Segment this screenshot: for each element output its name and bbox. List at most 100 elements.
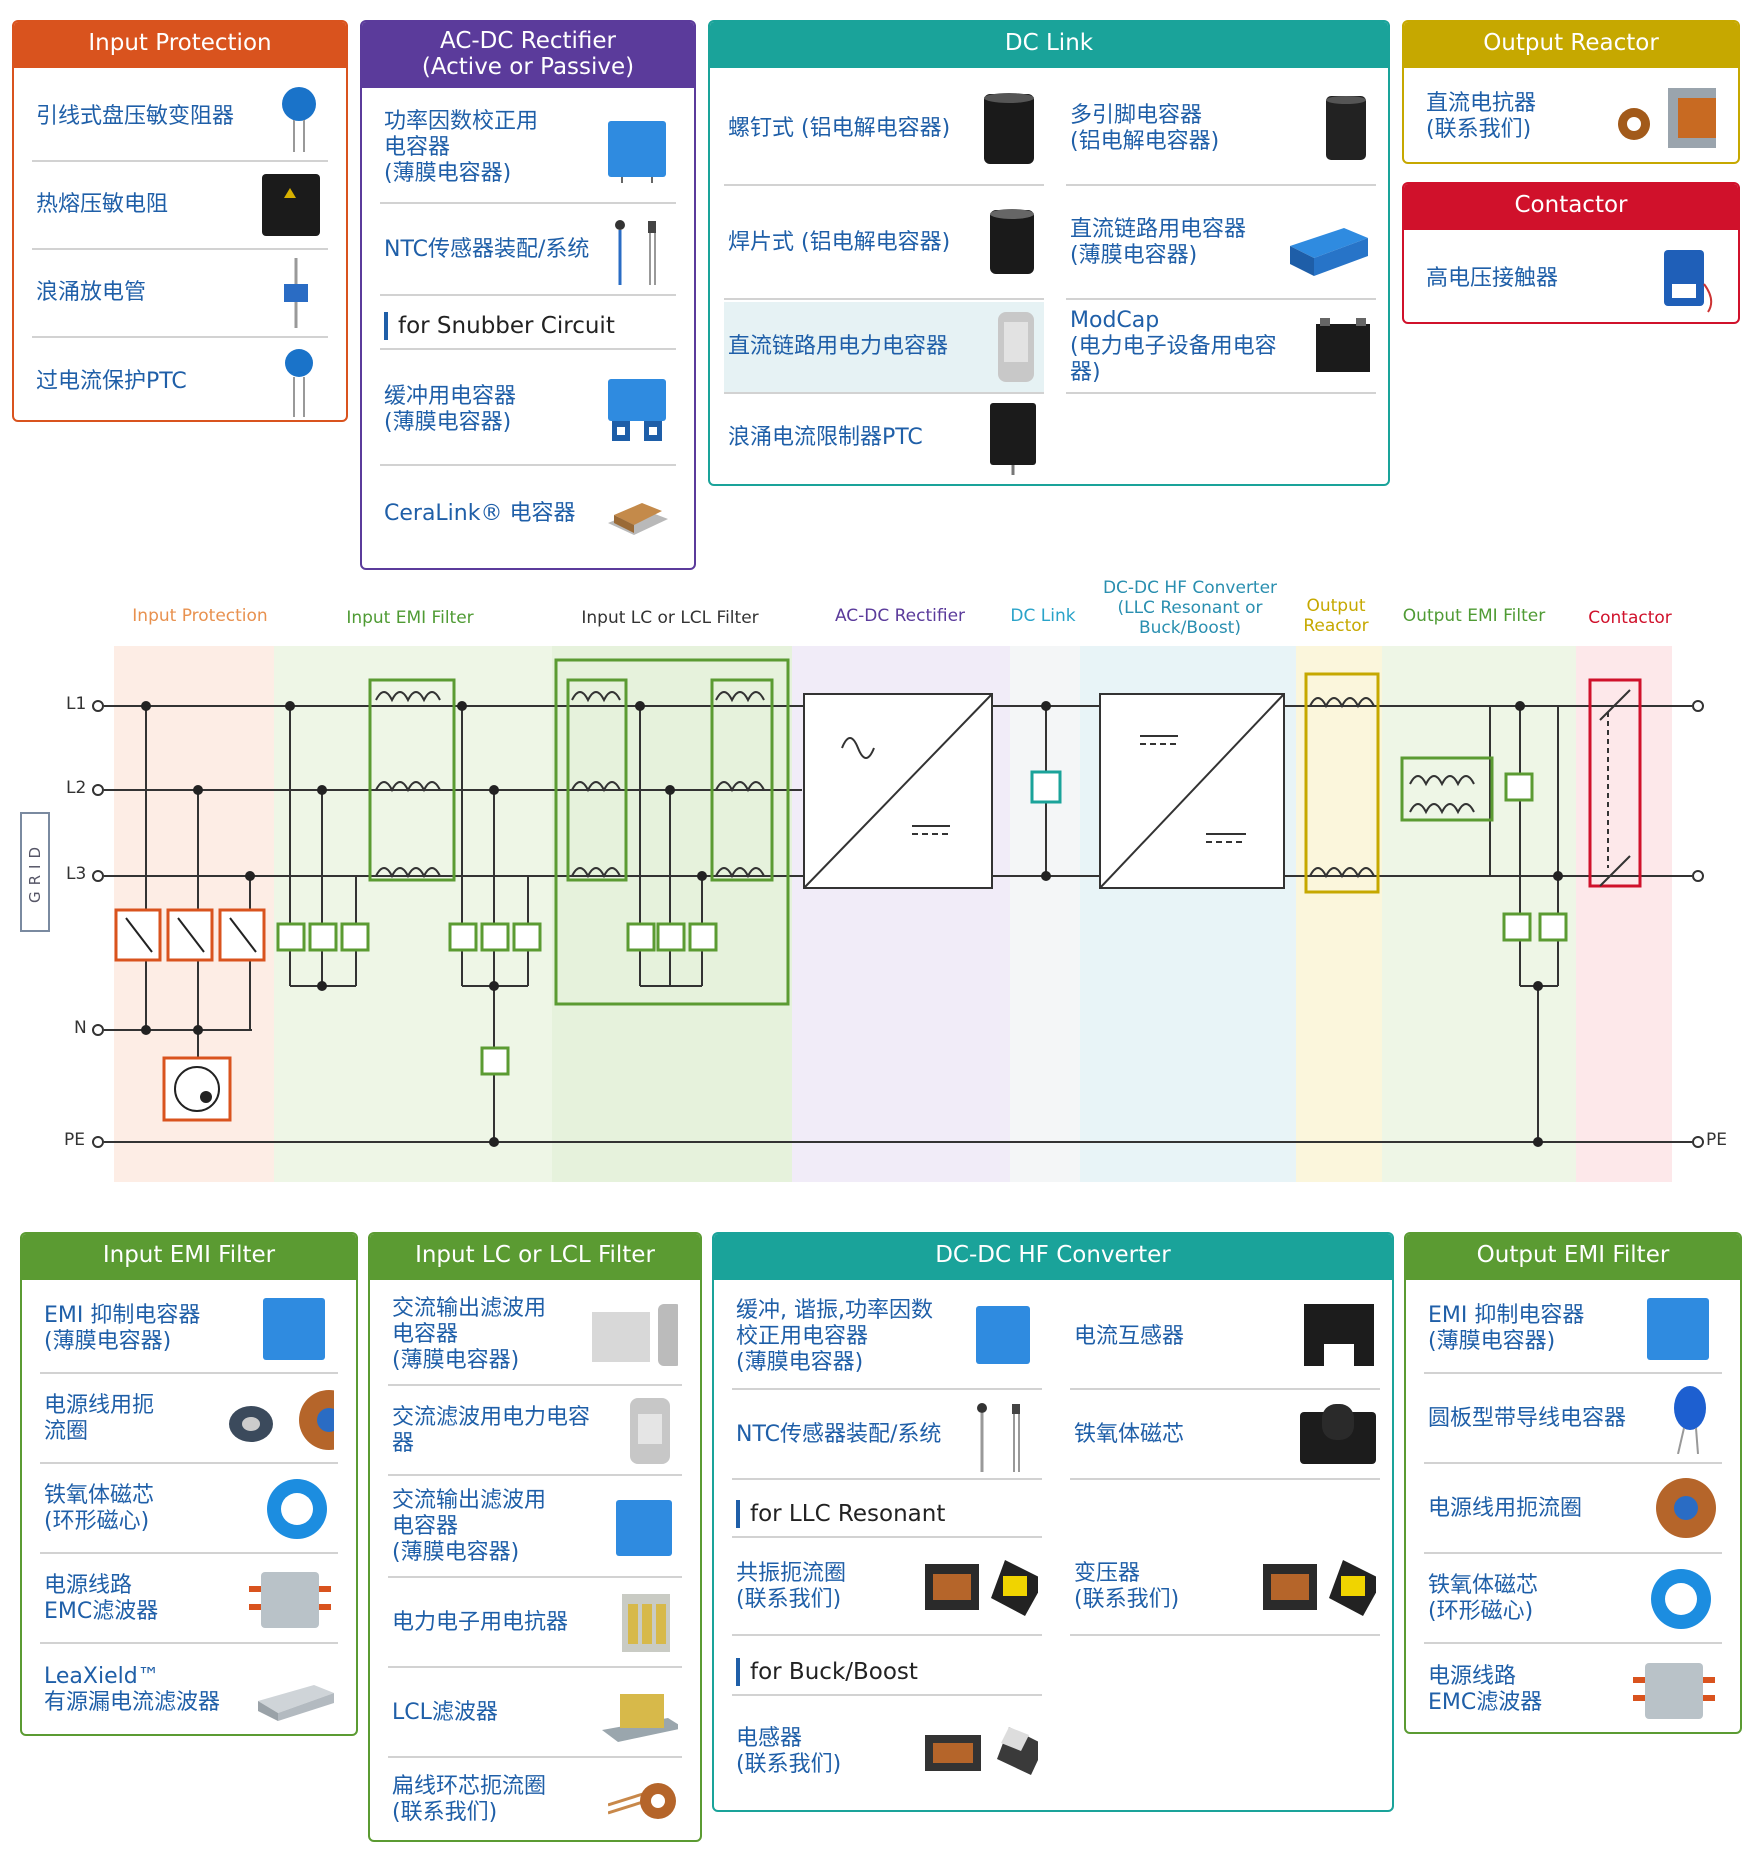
ac-power-capacitor-icon: [630, 1398, 670, 1464]
list-item[interactable]: EMI 抑制电容器 (薄膜电容器): [40, 1286, 338, 1374]
list-item[interactable]: 圆板型带导线电容器: [1424, 1376, 1722, 1464]
list-item[interactable]: 焊片式 (铝电解电容器): [724, 188, 1044, 300]
hv-contactor-icon: [1664, 250, 1713, 313]
dc-link-title: DC Link: [710, 22, 1388, 68]
ac-film-capacitor-icon: [592, 1304, 678, 1366]
list-item[interactable]: 螺钉式 (铝电解电容器): [724, 74, 1044, 186]
thermal-varistor-icon: [262, 174, 320, 236]
input-protection-title: Input Protection: [14, 22, 346, 68]
list-item[interactable]: 过电流保护PTC: [32, 338, 328, 420]
stage-label-rectifier: AC-DC Rectifier: [834, 606, 966, 626]
rail-label-n: N: [74, 1018, 87, 1038]
stage-label-input-emi: Input EMI Filter: [346, 608, 474, 628]
list-item[interactable]: 缓冲, 谐振,功率因数 校正用电容器 (薄膜电容器): [732, 1286, 1042, 1390]
list-item[interactable]: 交流滤波用电力电容器: [388, 1388, 682, 1476]
list-item[interactable]: 热熔压敏电阻: [32, 162, 328, 250]
list-item[interactable]: 电源线用扼 流圈: [40, 1376, 338, 1464]
list-item[interactable]: LeaXield™ 有源漏电流滤波器: [40, 1646, 338, 1734]
list-item[interactable]: 变压器 (联系我们): [1070, 1540, 1380, 1636]
section-header: for Snubber Circuit: [380, 302, 676, 350]
emi-capacitor-icon: [1647, 1298, 1709, 1360]
list-item[interactable]: 交流输出滤波用 电容器 (薄膜电容器): [388, 1478, 682, 1578]
list-item[interactable]: 高电压接触器: [1422, 236, 1720, 322]
resonant-capacitor-icon: [976, 1306, 1030, 1364]
ptc-icon: [285, 349, 313, 417]
output-emi-panel: Output EMI Filter EMI 抑制电容器 (薄膜电容器) 圆板型带…: [1404, 1232, 1742, 1734]
rail-label-pe: PE: [64, 1130, 85, 1150]
rail-label-pe-right: PE: [1706, 1130, 1727, 1150]
list-item[interactable]: 引线式盘压敏变阻器: [32, 74, 328, 162]
list-item[interactable]: 浪涌电流限制器PTC: [724, 396, 1044, 480]
list-item[interactable]: 铁氧体磁芯: [1070, 1392, 1380, 1480]
list-item[interactable]: 直流链路用电容器 (薄膜电容器): [1066, 188, 1376, 300]
list-item[interactable]: 直流电抗器 (联系我们): [1422, 74, 1720, 160]
list-item[interactable]: 电流互感器: [1070, 1286, 1380, 1390]
ntc-sensor-icon: [977, 1403, 1020, 1472]
varistor-icon: [282, 87, 316, 152]
list-item[interactable]: 功率因数校正用 电容器 (薄膜电容器): [380, 94, 676, 204]
list-item[interactable]: 浪涌放电管: [32, 250, 328, 338]
modcap-icon: [1316, 318, 1370, 372]
snap-in-capacitor-icon: [990, 209, 1034, 274]
rail-label-l2: L2: [66, 778, 87, 798]
choke-icon: [1656, 1478, 1716, 1538]
stage-label-input-protection: Input Protection: [132, 606, 268, 626]
flat-wire-choke-icon: [608, 1783, 676, 1819]
snubber-capacitor-icon: [608, 379, 666, 441]
choke-icon: [229, 1390, 334, 1450]
input-emi-panel: Input EMI Filter EMI 抑制电容器 (薄膜电容器) 电源线用扼…: [20, 1232, 358, 1736]
list-item[interactable]: CeraLink® 电容器: [380, 468, 676, 560]
list-item[interactable]: NTC传感器装配/系统: [732, 1392, 1042, 1480]
rectifier-panel: AC-DC Rectifier (Active or Passive) 功率因数…: [360, 20, 696, 570]
list-item[interactable]: 电源线用扼流圈: [1424, 1466, 1722, 1554]
list-item[interactable]: 多引脚电容器 (铝电解电容器): [1066, 74, 1376, 186]
stage-label-output-reactor: Output Reactor: [1303, 596, 1369, 636]
list-item[interactable]: 电源线路 EMC滤波器: [40, 1556, 338, 1644]
lcl-filter-icon: [602, 1694, 678, 1742]
contactor-panel: Contactor 高电压接触器: [1402, 182, 1740, 324]
output-reactor-title: Output Reactor: [1404, 22, 1738, 68]
surge-arrester-icon: [284, 258, 308, 328]
current-transformer-icon: [1304, 1304, 1374, 1366]
rail-label-l1: L1: [66, 694, 87, 714]
list-item[interactable]: 铁氧体磁芯 (环形磁心): [40, 1466, 338, 1554]
output-reactor-panel: Output Reactor 直流电抗器 (联系我们): [1402, 20, 1740, 164]
dc-link-film-capacitor-icon: [1290, 228, 1368, 276]
dc-link-panel: DC Link 螺钉式 (铝电解电容器) 多引脚电容器 (铝电解电容器) 焊片式…: [708, 20, 1390, 486]
resonant-choke-icon: [925, 1560, 1038, 1616]
list-item[interactable]: NTC传感器装配/系统: [380, 206, 676, 296]
ferrite-core-icon: [1300, 1404, 1376, 1464]
list-item[interactable]: 缓冲用电容器 (薄膜电容器): [380, 356, 676, 466]
list-item[interactable]: 电源线路 EMC滤波器: [1424, 1646, 1722, 1732]
list-item[interactable]: 扁线环芯扼流圈 (联系我们): [388, 1760, 682, 1840]
list-item[interactable]: 电力电子用电抗器: [388, 1580, 682, 1668]
stage-label-input-lc: Input LC or LCL Filter: [581, 608, 759, 628]
section-header: for LLC Resonant: [732, 1490, 1042, 1538]
section-header: for Buck/Boost: [732, 1648, 1042, 1696]
disc-capacitor-icon: [1674, 1386, 1706, 1454]
list-item[interactable]: LCL滤波器: [388, 1670, 682, 1758]
list-item[interactable]: 共振扼流圈 (联系我们): [732, 1540, 1042, 1636]
list-item[interactable]: EMI 抑制电容器 (薄膜电容器): [1424, 1286, 1722, 1374]
stage-label-contactor: Contactor: [1588, 608, 1672, 628]
list-item[interactable]: 直流链路用电力电容器: [724, 302, 1044, 394]
list-item[interactable]: 交流输出滤波用 电容器 (薄膜电容器): [388, 1286, 682, 1386]
stage-label-dc-link: DC Link: [1010, 606, 1076, 626]
power-reactor-icon: [622, 1594, 670, 1652]
transformer-icon: [1263, 1560, 1376, 1616]
input-lc-panel: Input LC or LCL Filter 交流输出滤波用 电容器 (薄膜电容…: [368, 1232, 702, 1842]
input-lc-title: Input LC or LCL Filter: [370, 1234, 700, 1280]
list-item[interactable]: ModCap (电力电子设备用电容器): [1066, 302, 1376, 394]
ferrite-ring-icon: [267, 1479, 327, 1539]
screw-capacitor-icon: [984, 93, 1034, 164]
list-item[interactable]: 电感器 (联系我们): [732, 1700, 1042, 1804]
rectifier-title: AC-DC Rectifier (Active or Passive): [362, 22, 694, 88]
ceralink-icon: [608, 503, 668, 535]
list-item[interactable]: 铁氧体磁芯 (环形磁心): [1424, 1556, 1722, 1644]
emc-filter-icon: [1633, 1663, 1715, 1719]
power-capacitor-icon: [998, 312, 1034, 382]
inductor-icon: [925, 1727, 1038, 1775]
dc-reactor-icon: [1618, 88, 1716, 148]
film-capacitor-icon: [616, 1500, 672, 1556]
emc-filter-icon: [249, 1572, 331, 1628]
